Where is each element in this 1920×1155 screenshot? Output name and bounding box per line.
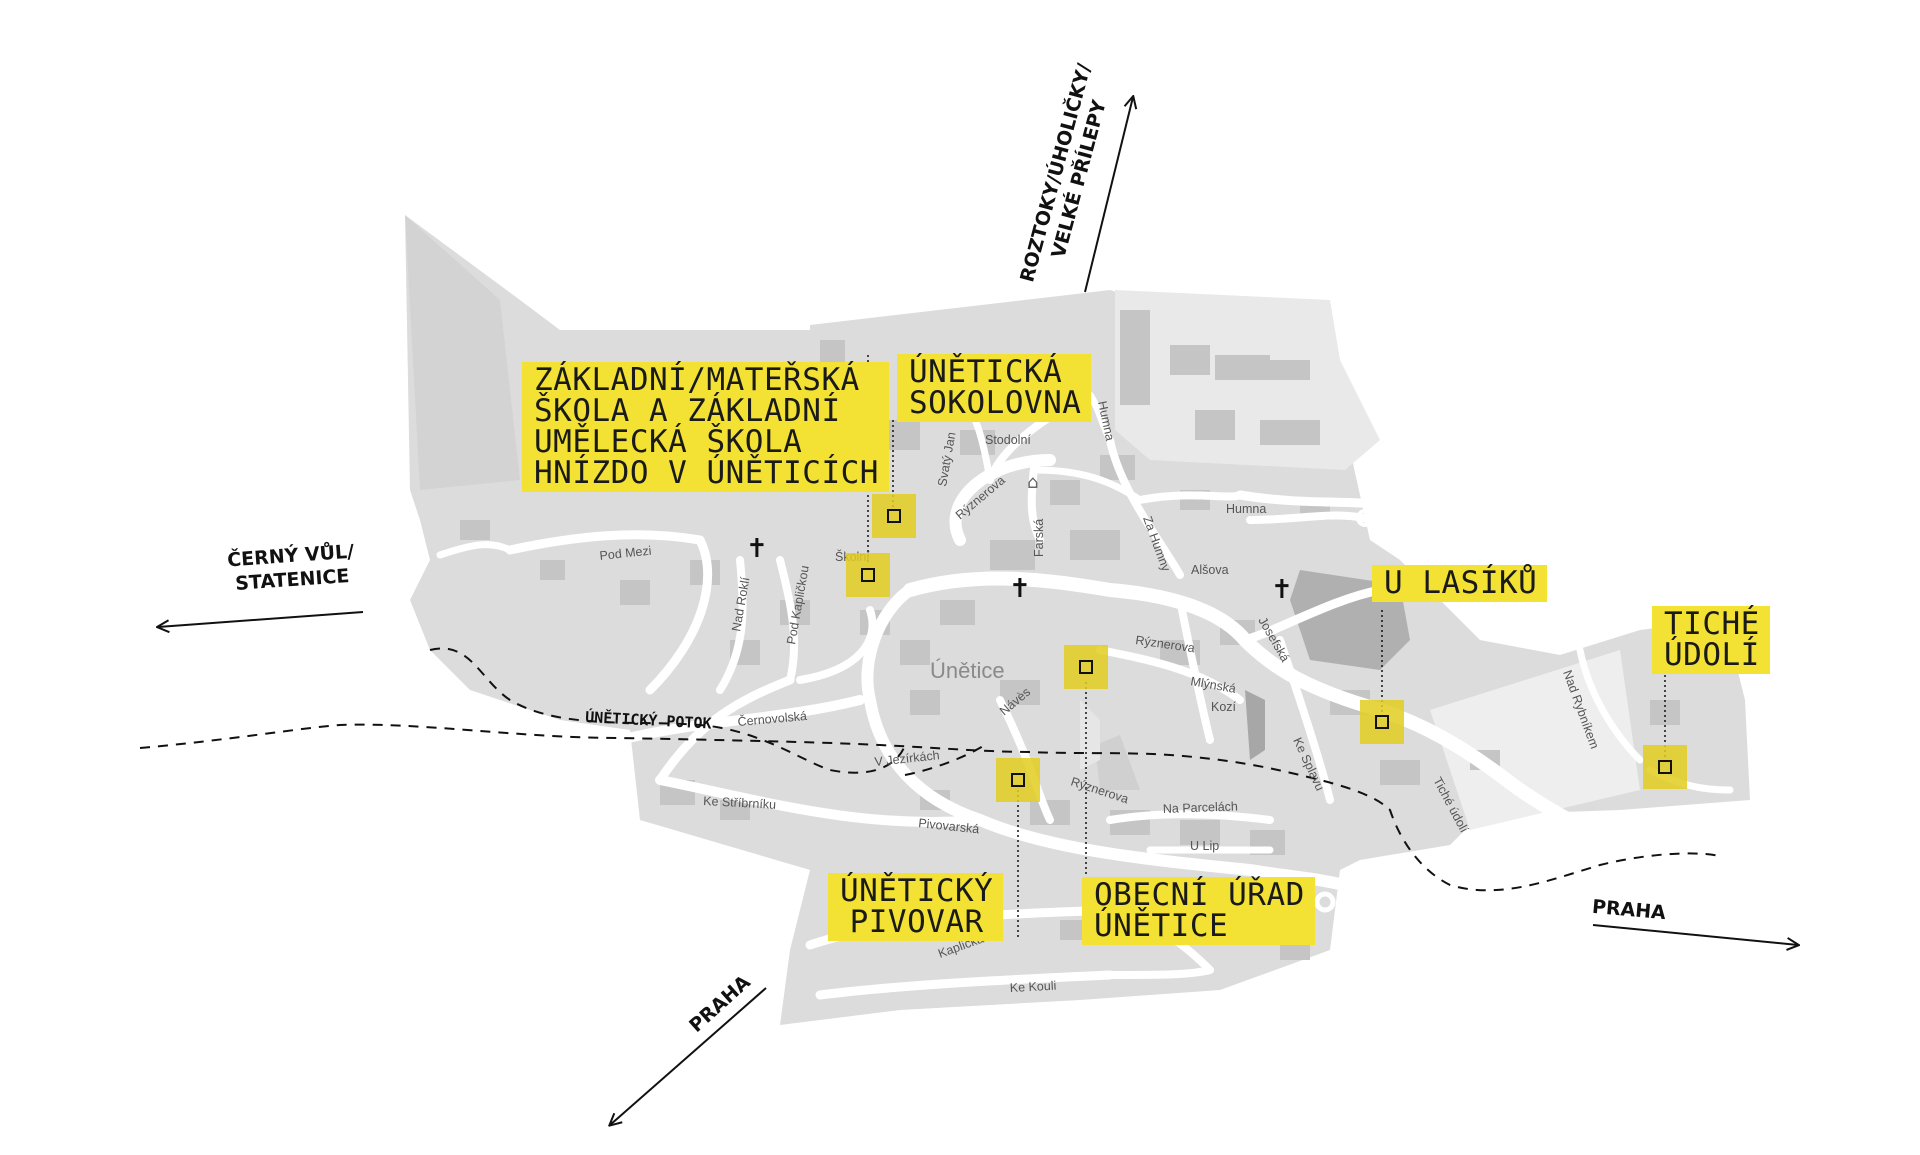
street-label: Pivovarská (918, 816, 980, 836)
street-label: Kozí (1211, 700, 1237, 714)
label-sokolovna[interactable]: ÚNĚTICKÁ SOKOLOVNA (897, 354, 1092, 422)
church-cross-icon: ✝ (746, 534, 768, 564)
direction-west: ČERNÝ VŮL/ STATENICE (226, 540, 355, 595)
arrow-southwest (610, 987, 767, 1125)
street-label: Humna (1226, 502, 1266, 516)
map-base (405, 215, 1750, 1025)
street-label: Na Parcelách (1163, 799, 1239, 816)
marker-school[interactable] (846, 553, 890, 597)
marker-tiche[interactable] (1643, 745, 1687, 789)
street-label: Ke Stříbrníku (703, 794, 777, 812)
marker-lasiku[interactable] (1360, 700, 1404, 744)
street-label: Pod Mezi (599, 544, 652, 563)
street-label: U Lip (1190, 839, 1219, 853)
arrow-east (1592, 924, 1798, 945)
street-label: Alšova (1191, 563, 1229, 577)
church-cross-icon: ✝ (1009, 574, 1031, 604)
street-label: Stodolní (985, 433, 1031, 447)
marker-pivovar[interactable] (996, 758, 1040, 802)
arrow-north (1084, 97, 1133, 293)
marker-urad[interactable] (1064, 645, 1108, 689)
street-label: Farská (1032, 519, 1046, 557)
chapel-icon: ⌂ (1027, 472, 1038, 493)
arrow-west (158, 611, 364, 627)
street-label: Černovolská (737, 708, 808, 729)
cemetery-cross-icon: ✝ (1271, 575, 1293, 605)
label-tiche[interactable]: TICHÉ ÚDOLÍ (1652, 606, 1770, 674)
label-urad[interactable]: OBECNÍ ÚŘAD ÚNĚTICE (1082, 877, 1315, 945)
town-name: Únětice (930, 658, 1005, 683)
street-label: V Jezírkách (874, 748, 940, 769)
stream-line (139, 723, 1721, 892)
street-label: Ke Kouli (1009, 979, 1056, 995)
label-pivovar[interactable]: ÚNĚTICKÝ PIVOVAR (828, 873, 1004, 941)
marker-sokolovna[interactable] (872, 494, 916, 538)
label-school[interactable]: ZÁKLADNÍ/MATEŘSKÁ ŠKOLA A ZÁKLADNÍ UMĚLE… (522, 362, 889, 492)
label-lasiku[interactable]: U LASÍKŮ (1372, 565, 1548, 602)
stream-branch (429, 647, 906, 774)
stream-branch-2 (904, 744, 986, 776)
